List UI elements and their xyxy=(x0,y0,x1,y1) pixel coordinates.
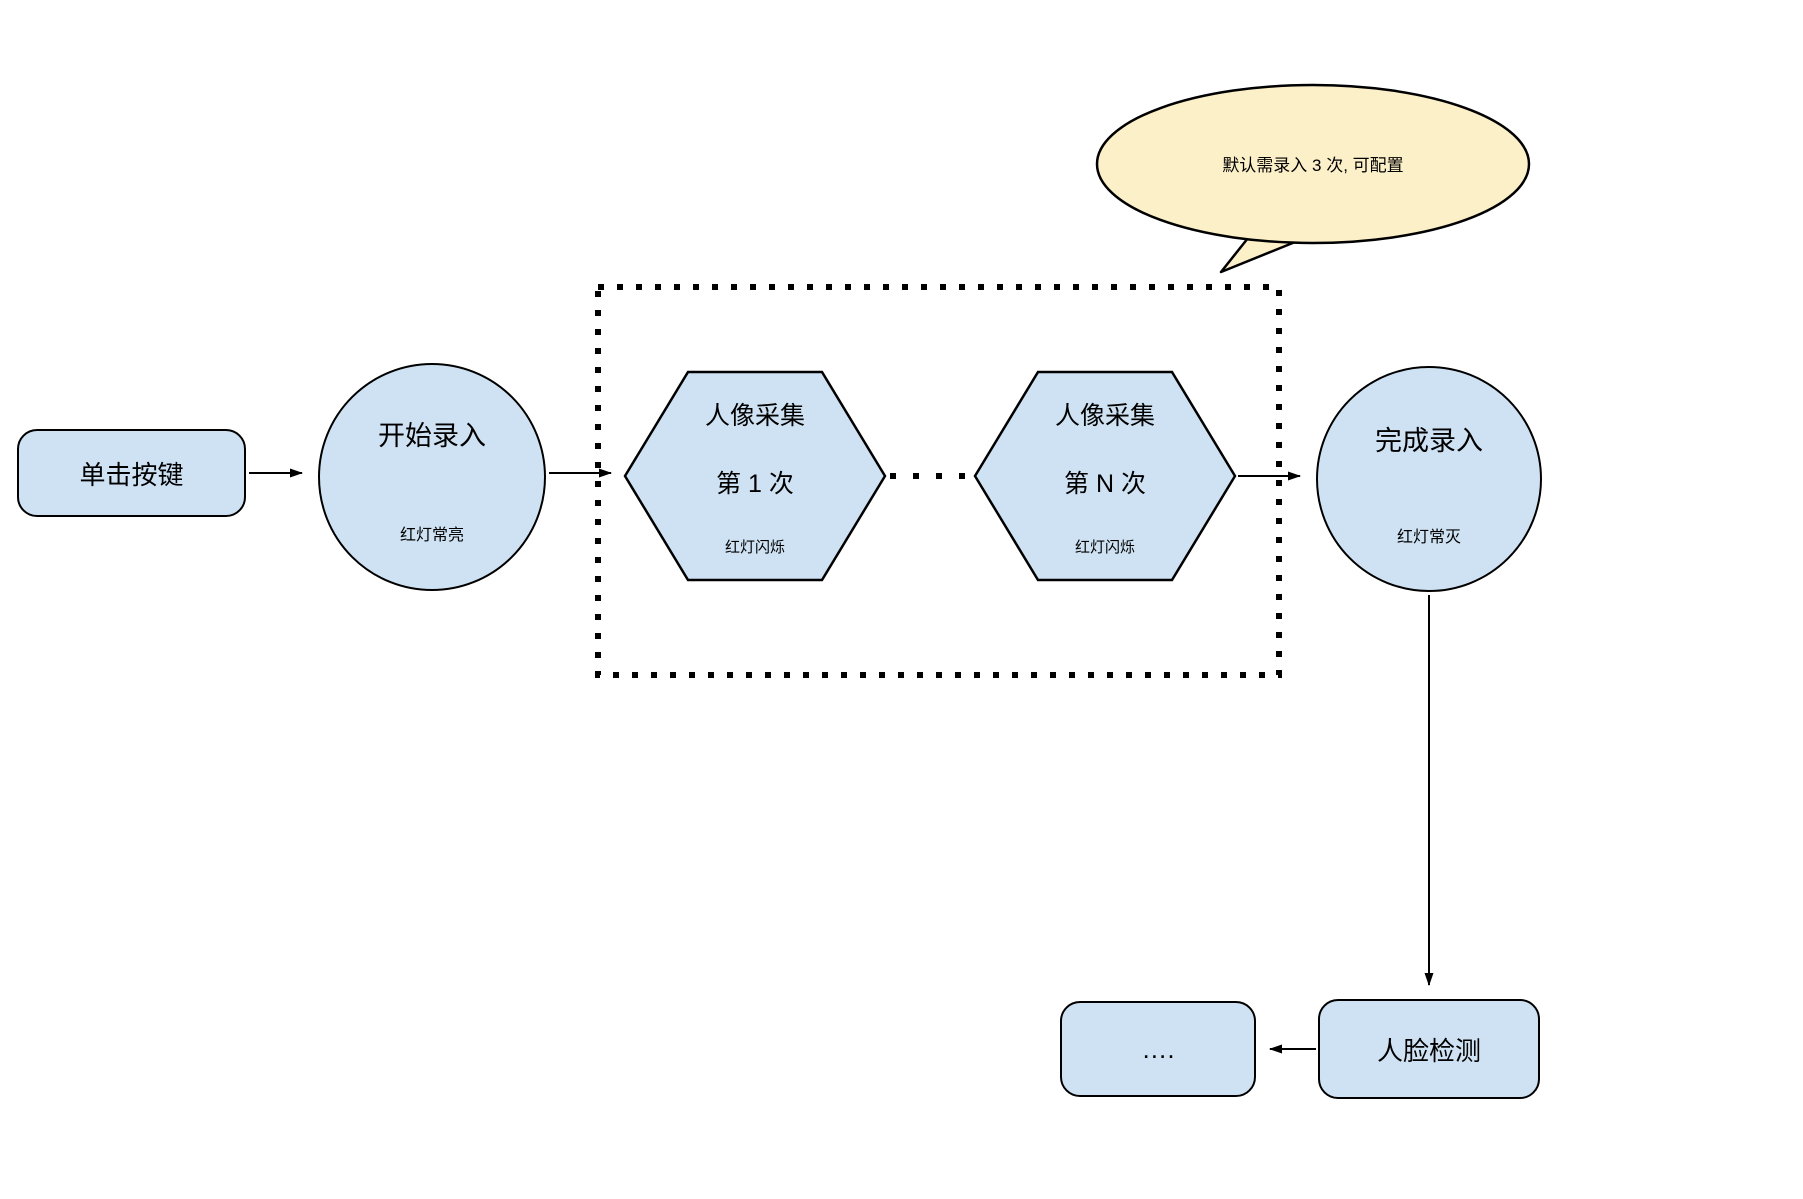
node-finish-enroll: 完成录入 红灯常灭 xyxy=(1316,366,1542,592)
node-etc: …. xyxy=(1060,1001,1256,1097)
node-capture1-count: 第 1 次 xyxy=(716,470,794,498)
callout-bubble xyxy=(1095,83,1531,245)
node-finish-enroll-title: 完成录入 xyxy=(1375,426,1483,456)
node-start-enroll: 开始录入 红灯常亮 xyxy=(318,363,546,591)
node-click-button-label: 单击按键 xyxy=(79,459,184,490)
node-captureN-title: 人像采集 xyxy=(1054,402,1155,430)
node-click-button: 单击按键 xyxy=(17,429,246,517)
node-captureN-count: 第 N 次 xyxy=(1064,470,1146,498)
node-capture1-title: 人像采集 xyxy=(704,402,805,430)
node-face-detect: 人脸检测 xyxy=(1318,999,1540,1099)
capture-1-hexagon xyxy=(623,370,887,582)
node-finish-enroll-subtitle: 红灯常灭 xyxy=(1396,529,1461,546)
node-captureN-subtitle: 红灯闪烁 xyxy=(1074,539,1135,556)
node-face-detect-label: 人脸检测 xyxy=(1376,1035,1481,1066)
callout-text: 默认需录入 3 次, 可配置 xyxy=(1222,156,1404,175)
capture-n-hexagon xyxy=(973,370,1237,582)
node-etc-label: …. xyxy=(1141,1033,1175,1064)
node-capture1-subtitle: 红灯闪烁 xyxy=(724,539,785,556)
node-start-enroll-title: 开始录入 xyxy=(378,421,486,451)
repeat-group-dotted-border xyxy=(595,284,1282,678)
node-start-enroll-subtitle: 红灯常亮 xyxy=(399,527,464,544)
